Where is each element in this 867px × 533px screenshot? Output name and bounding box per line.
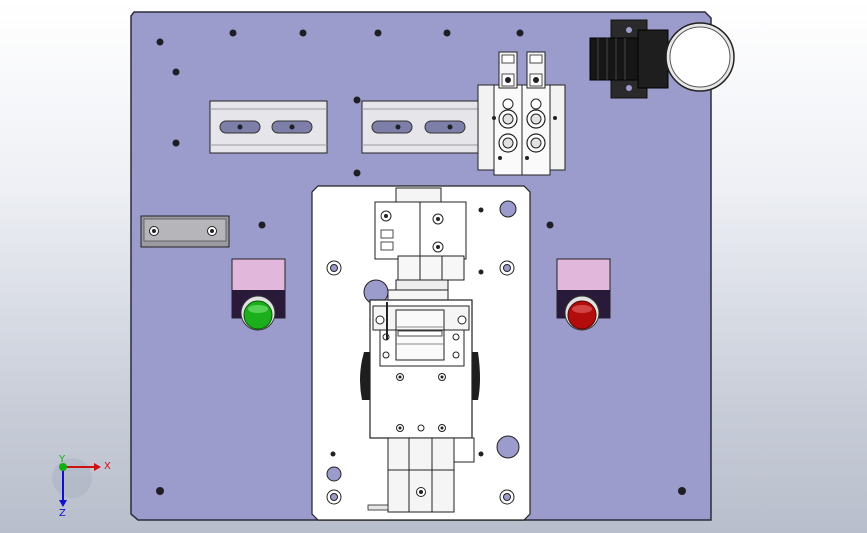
triad-z-arrowhead <box>59 500 67 507</box>
triad-x-label: X <box>104 461 111 472</box>
triad-x-arrowhead <box>94 463 101 471</box>
din-rail-right[interactable] <box>361 100 481 154</box>
mounting-bracket[interactable] <box>140 215 230 248</box>
plate-holes <box>156 29 686 495</box>
pressure-regulator[interactable] <box>589 19 735 99</box>
triad-y-axis <box>59 463 67 471</box>
cylinder-assembly[interactable] <box>374 187 467 301</box>
slide-plate-holes <box>326 200 520 505</box>
triad-z-label: Z <box>59 508 66 519</box>
clamp-fixture[interactable] <box>360 299 480 513</box>
din-rail-left[interactable] <box>209 100 328 154</box>
start-button-green[interactable] <box>231 258 286 331</box>
solenoid-valve-bank[interactable] <box>477 51 566 176</box>
stop-button-red[interactable] <box>556 258 611 331</box>
coordinate-triad: X Y Z <box>52 454 111 519</box>
triad-y-label: Y <box>58 454 66 465</box>
